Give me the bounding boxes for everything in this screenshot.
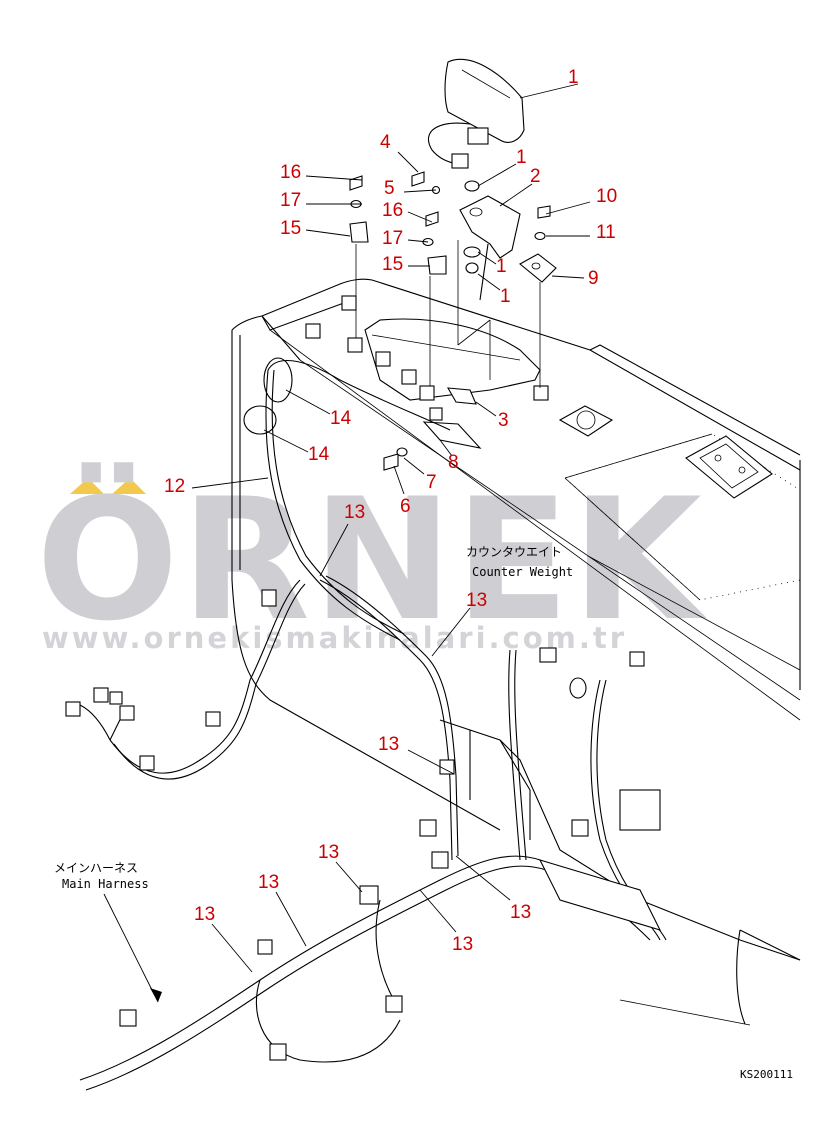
callout-16: 16 <box>382 200 403 221</box>
callout-13: 13 <box>258 872 279 893</box>
callout-11: 11 <box>596 222 616 243</box>
counterweight-label-en: Counter Weight <box>472 565 573 579</box>
drawing-code: KS200111 <box>740 1068 793 1081</box>
counterweight <box>231 278 801 1026</box>
callout-1: 1 <box>496 256 507 277</box>
assembly-lines <box>355 240 541 388</box>
callout-6: 6 <box>400 496 411 517</box>
callout-3: 3 <box>498 410 509 431</box>
mount-bosses <box>305 295 549 421</box>
callout-13: 13 <box>378 734 399 755</box>
counterweight-label-jp: カウンタウエイト <box>466 545 562 559</box>
callout-1: 1 <box>500 286 511 307</box>
work-lamp <box>427 58 525 192</box>
callout-15: 15 <box>280 218 301 239</box>
lamp-housing <box>444 58 525 143</box>
callout-12: 12 <box>164 476 185 497</box>
watermark-url: www.ornekismakinalari.com.tr <box>42 621 627 655</box>
callout-13: 13 <box>510 902 531 923</box>
main-harness-label-en: Main Harness <box>62 877 149 891</box>
callout-13: 13 <box>194 904 215 925</box>
callout-7: 7 <box>426 472 437 493</box>
harness-12 <box>243 357 451 641</box>
callout-5: 5 <box>384 178 395 199</box>
access-plate <box>558 405 614 437</box>
callouts: 1 1 2 4 16 5 10 17 16 11 15 17 1 9 15 1 … <box>164 67 617 955</box>
main-harness <box>79 855 547 1091</box>
watermark-dot-right <box>112 478 146 494</box>
callout-13: 13 <box>318 842 339 863</box>
raised-cover <box>685 435 773 499</box>
callout-9: 9 <box>588 268 599 289</box>
callout-13: 13 <box>344 502 365 523</box>
callout-8: 8 <box>448 452 459 473</box>
callout-14: 14 <box>308 444 330 465</box>
callout-2: 2 <box>530 166 541 187</box>
plate-9 <box>519 253 557 283</box>
callout-13: 13 <box>466 590 487 611</box>
harness-right <box>508 647 667 941</box>
callout-10: 10 <box>596 186 617 207</box>
callout-14: 14 <box>330 408 352 429</box>
callout-17: 17 <box>280 190 301 211</box>
fasteners <box>349 171 551 471</box>
callout-1: 1 <box>516 147 527 168</box>
callout-13: 13 <box>452 934 473 955</box>
callout-16: 16 <box>280 162 301 183</box>
harness-left <box>65 579 306 780</box>
callout-1: 1 <box>568 67 579 88</box>
callout-17: 17 <box>382 228 403 249</box>
leader-lines <box>103 83 801 1003</box>
main-harness-label-jp: メインハーネス <box>54 861 138 875</box>
labels: カウンタウエイト Counter Weight メインハーネス Main Har… <box>54 545 793 1081</box>
bracket <box>459 195 521 301</box>
harness-center <box>319 575 459 869</box>
watermark-dot-left <box>70 478 104 494</box>
watermark: ÖRNEK www.ornekismakinalari.com.tr <box>36 462 706 658</box>
callout-4: 4 <box>380 132 391 153</box>
callout-15: 15 <box>382 254 403 275</box>
